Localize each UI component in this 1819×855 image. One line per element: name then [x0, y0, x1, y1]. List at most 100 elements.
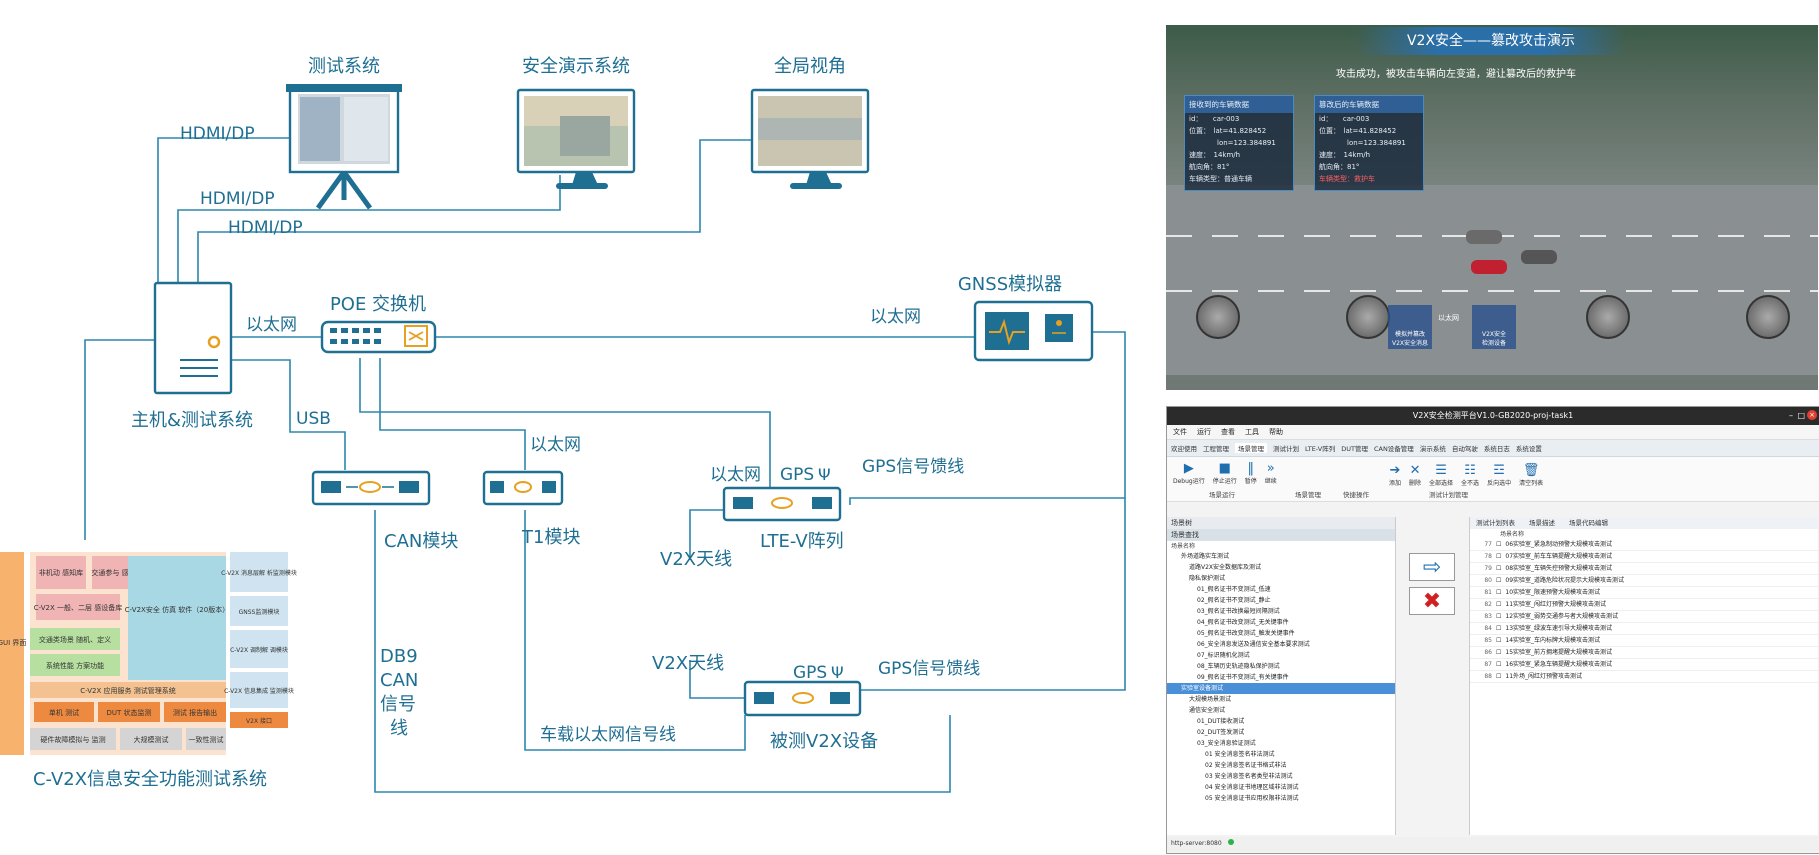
menu-help[interactable]: 帮助 — [1269, 428, 1283, 436]
tree-item[interactable]: 03_假名证书改换最短间隔测试 — [1197, 608, 1280, 615]
t1-module: T1模块 — [482, 470, 580, 548]
checkbox[interactable]: ☐ — [1496, 649, 1502, 656]
checkbox[interactable]: ☐ — [1496, 661, 1502, 668]
checkbox[interactable]: ☐ — [1496, 673, 1502, 680]
tab-scene[interactable]: 场景管理 — [1235, 443, 1267, 453]
menu-tools[interactable]: 工具 — [1245, 428, 1259, 436]
tree-item[interactable]: 通信安全测试 — [1189, 707, 1226, 714]
tab-autodrive[interactable]: 自动驾驶 — [1451, 445, 1478, 453]
continue-button[interactable]: »继续 — [1264, 461, 1277, 485]
tree-item[interactable]: 02 安全消息签名证书格式非法 — [1205, 762, 1287, 769]
demo-subtitle: 攻击成功，被攻击车辆向左变道，避让篡改后的救护车 — [1336, 69, 1576, 80]
test-plan-panel: 测试计划列表 场景描述 场景代码编辑 场景名称 77☐06实验室_紧急制动预警大… — [1469, 517, 1818, 835]
tree-item[interactable]: 04 安全消息证书地理区域非法测试 — [1205, 784, 1299, 791]
menu-file[interactable]: 文件 — [1173, 428, 1187, 436]
plan-row[interactable]: 84☐13实验室_绿波车速引导大规模攻击测试 — [1470, 623, 1818, 635]
tab-scene-desc[interactable]: 场景描述 — [1529, 519, 1555, 527]
plan-row[interactable]: 83☐12实验室_弱势交通参与者大规模攻击测试 — [1470, 611, 1818, 623]
tree-item[interactable]: 04_假名证书改变测试_无关键事件 — [1197, 619, 1289, 626]
toolbar: ▶Debug运行 ■停止运行 ‖暂停 »继续 ➔添加 ✕删除 ☰全部选择 ☷全不… — [1167, 457, 1819, 502]
plan-row[interactable]: 78☐07实验室_前车车辆提醒大规模攻击测试 — [1470, 551, 1818, 563]
plan-row[interactable]: 81☐10实验室_限速预警大规模攻击测试 — [1470, 587, 1818, 599]
select-all-button[interactable]: ☰全部选择 — [1429, 463, 1454, 487]
tree-item[interactable]: 03 安全消息签名者类型非法测试 — [1205, 773, 1293, 780]
tree-item[interactable]: 08_车辆历史轨迹隐私保护测试 — [1197, 663, 1280, 670]
pause-button[interactable]: ‖暂停 — [1244, 461, 1257, 485]
checkbox[interactable]: ☐ — [1496, 565, 1502, 572]
add-button[interactable]: ➔添加 — [1389, 463, 1402, 487]
checkbox[interactable]: ☐ — [1496, 541, 1502, 548]
tree-item[interactable]: 02_假名证书不变测试_静止 — [1197, 597, 1271, 604]
plan-row[interactable]: 77☐06实验室_紧急制动预警大规模攻击测试 — [1470, 539, 1818, 551]
move-right-button[interactable]: ⇨ — [1409, 553, 1455, 581]
tire-icon — [1746, 295, 1790, 339]
dut-device: 被测V2X设备 — [743, 680, 878, 752]
tab-test-plan[interactable]: 测试计划 — [1273, 445, 1299, 453]
svg-text:交通参与 感知库: 交通参与 感知库 — [91, 568, 142, 577]
tree-item[interactable]: 外场道路实车测试 — [1181, 553, 1230, 560]
select-none-button[interactable]: ☷全不选 — [1461, 463, 1480, 487]
vehicle-ethernet-label: 车载以太网信号线 — [540, 725, 676, 745]
plan-row[interactable]: 86☐15实验室_前方拥堵提醒大规模攻击测试 — [1470, 647, 1818, 659]
tab-settings[interactable]: 系统设置 — [1515, 445, 1542, 453]
demo-title: V2X安全——篡改攻击演示 — [1356, 27, 1626, 55]
plan-row[interactable]: 80☐09实验室_道路危险状况提示大规模攻击测试 — [1470, 575, 1818, 587]
tree-item[interactable]: 01_DUT接收测试 — [1197, 718, 1245, 725]
plan-row-number: 83 — [1484, 613, 1492, 620]
tab-plan-list[interactable]: 测试计划列表 — [1476, 519, 1515, 527]
plan-row[interactable]: 82☐11实验室_闯红灯预警大规模攻击测试 — [1470, 599, 1818, 611]
scene-search[interactable]: 场景查找 — [1167, 529, 1395, 541]
maximize-icon[interactable]: □ — [1797, 411, 1805, 420]
clear-list-button[interactable]: 🗑清空列表 — [1519, 463, 1544, 487]
debug-run-button[interactable]: ▶Debug运行 — [1173, 461, 1205, 485]
tree-item[interactable]: 09_假名证书不变测试_有关键事件 — [1197, 674, 1289, 681]
tree-item[interactable]: 道路V2X安全数据库及测试 — [1189, 564, 1262, 571]
checkbox[interactable]: ☐ — [1496, 589, 1502, 596]
checkbox[interactable]: ☐ — [1496, 637, 1502, 644]
menu-view[interactable]: 查看 — [1221, 428, 1235, 436]
tree-item[interactable]: 06_安全消息发送及通信安全基本要求测试 — [1197, 641, 1310, 648]
svg-text:GNSS监测模块: GNSS监测模块 — [239, 608, 280, 616]
received-data-header: 接收到的车辆数据 — [1185, 96, 1293, 113]
tree-item[interactable]: 隐私保护测试 — [1189, 575, 1226, 582]
checkbox[interactable]: ☐ — [1496, 577, 1502, 584]
tree-item[interactable]: 05 安全消息证书应用权限非法测试 — [1205, 795, 1299, 802]
tab-welcome[interactable]: 欢迎使用 — [1171, 445, 1197, 453]
tab-project[interactable]: 工程管理 — [1203, 445, 1229, 453]
tab-dut[interactable]: DUT管理 — [1341, 445, 1368, 453]
tab-demo[interactable]: 演示系统 — [1419, 445, 1446, 453]
tab-log[interactable]: 系统日志 — [1483, 445, 1510, 453]
checkbox[interactable]: ☐ — [1496, 613, 1502, 620]
checkbox[interactable]: ☐ — [1496, 553, 1502, 560]
scene-tree-col: 场景名称 — [1171, 543, 1196, 550]
plan-row[interactable]: 88☐11外场_闯红灯预警攻击测试 — [1470, 671, 1818, 683]
invert-select-button[interactable]: ☲反向选中 — [1487, 463, 1512, 487]
tree-item[interactable]: 02_DUT签发测试 — [1197, 729, 1245, 736]
car-dark — [1521, 250, 1557, 264]
stop-run-button[interactable]: ■停止运行 — [1212, 461, 1237, 485]
delete-button[interactable]: ✕删除 — [1409, 463, 1422, 487]
plan-row[interactable]: 87☐16实验室_紧急车辆提醒大规模攻击测试 — [1470, 659, 1818, 671]
svg-text:C-V2X 信息集成 监测模块: C-V2X 信息集成 监测模块 — [224, 687, 294, 695]
tree-item[interactable]: 实验室设备测试 — [1167, 683, 1395, 694]
checkbox[interactable]: ☐ — [1496, 601, 1502, 608]
remove-button[interactable]: ✖ — [1409, 587, 1455, 615]
svg-text:测试 报告输出: 测试 报告输出 — [173, 708, 217, 717]
tree-item[interactable]: 大规模场景测试 — [1189, 696, 1232, 703]
plan-row[interactable]: 85☐14实验室_车内标牌大规模攻击测试 — [1470, 635, 1818, 647]
tree-item[interactable]: 05_假名证书改变测试_触发关键事件 — [1197, 630, 1295, 637]
minimize-icon[interactable]: – — [1789, 411, 1793, 420]
tree-item[interactable]: 07_标识随机化测试 — [1197, 652, 1250, 659]
svg-text:C-V2X 调制解 调模块: C-V2X 调制解 调模块 — [230, 646, 288, 654]
tab-can[interactable]: CAN设备管理 — [1373, 445, 1414, 453]
tree-item[interactable]: 03_安全消息验证测试 — [1197, 740, 1256, 747]
tree-item[interactable]: 01_假名证书不变测试_低速 — [1197, 586, 1271, 593]
tab-scene-code[interactable]: 场景代码编辑 — [1569, 519, 1608, 527]
menu-run[interactable]: 运行 — [1197, 428, 1211, 436]
tab-ltev[interactable]: LTE-V阵列 — [1305, 445, 1336, 453]
checkbox[interactable]: ☐ — [1496, 625, 1502, 632]
plan-row[interactable]: 79☐08实验室_车辆失控预警大规模攻击测试 — [1470, 563, 1818, 575]
tree-item[interactable]: 01 安全消息签名非法测试 — [1205, 751, 1275, 758]
close-icon[interactable]: × — [1807, 410, 1817, 420]
